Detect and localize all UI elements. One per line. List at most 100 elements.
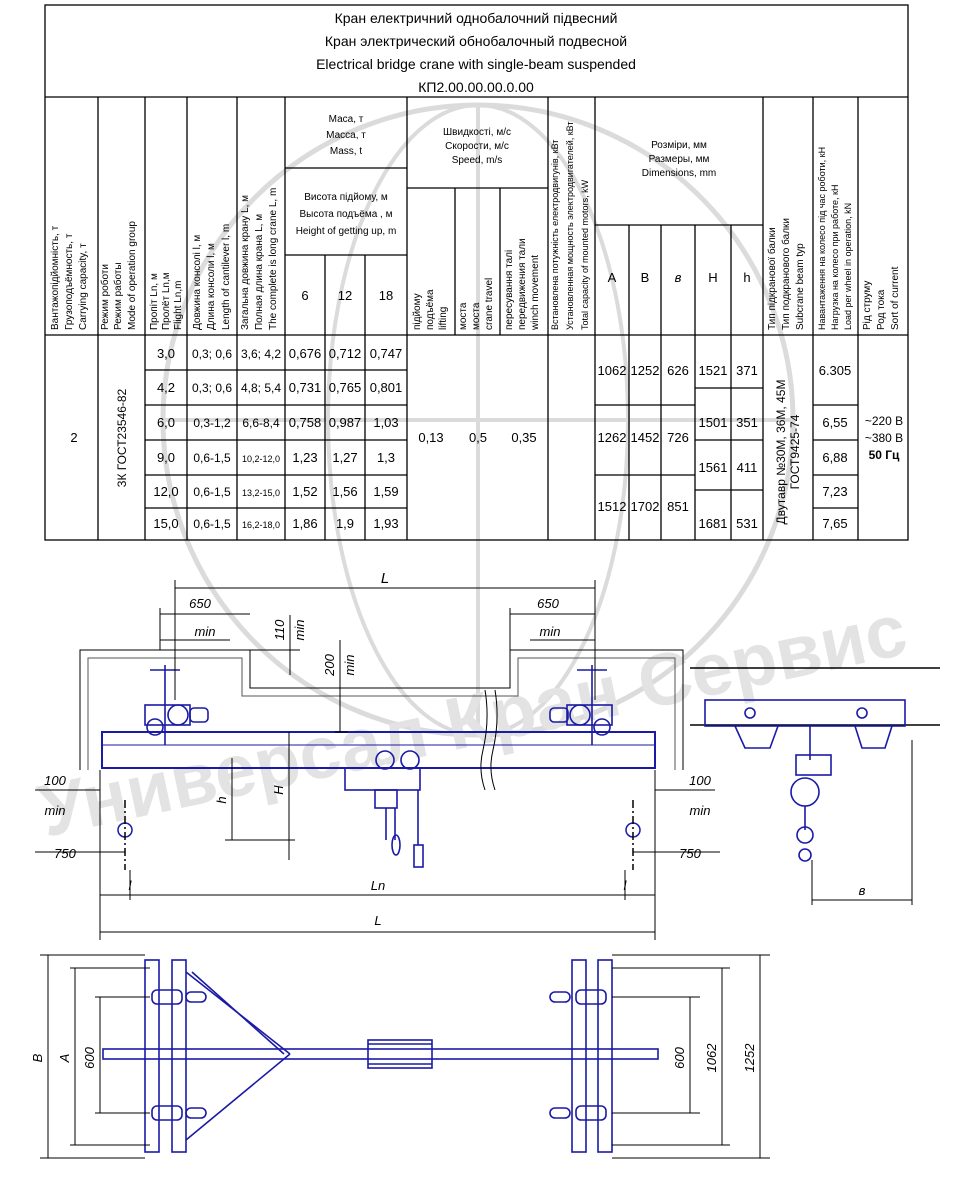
hdr-capacity-ru: Грузоподъёмность, т bbox=[64, 233, 75, 330]
left-end-truck bbox=[144, 665, 209, 745]
hdr-speed-winch-en: winch movement bbox=[530, 255, 541, 331]
row-6: 15,0 0,6-1,5 16,2-18,0 1,86 1,9 1,93 bbox=[153, 516, 398, 531]
cell-B-1: 1252 bbox=[631, 363, 660, 378]
table-border bbox=[44, 4, 909, 541]
cell-m6: 1,52 bbox=[292, 484, 317, 499]
hdr-cant-ua: Довжина консолі l, м bbox=[192, 235, 203, 330]
hook-right-icon bbox=[625, 800, 641, 870]
cell-m12: 0,712 bbox=[329, 346, 362, 361]
hdr-dims-ua: Розміри, мм bbox=[651, 140, 707, 151]
dim-B-plan: B bbox=[30, 1053, 45, 1062]
hdr-len-en: The complete is long crane L, m bbox=[268, 188, 279, 330]
row-2: 4,2 0,3; 0,6 4,8; 5,4 0,731 0,765 0,801 bbox=[157, 380, 402, 395]
side-view bbox=[690, 667, 940, 905]
hdr-mode-ru: Режим работы bbox=[112, 262, 124, 330]
dim-min-right: min bbox=[540, 624, 561, 639]
cell-len: 4,8; 5,4 bbox=[241, 381, 281, 395]
dim-200: 200 bbox=[322, 653, 337, 676]
plan-left-truck-outer bbox=[144, 959, 160, 1153]
cell-cant: 0,3-1,2 bbox=[193, 416, 231, 430]
dim-650-left: 650 bbox=[189, 596, 211, 611]
dim-l-right: l bbox=[624, 878, 628, 893]
cell-m6: 1,86 bbox=[292, 516, 317, 531]
hdr-beam-en: Subcrane beam typ bbox=[795, 243, 806, 330]
cell-m12: 0,765 bbox=[329, 380, 362, 395]
hdr-lift-ru: Высота подъёма , м bbox=[300, 209, 393, 220]
cell-span: 15,0 bbox=[153, 516, 178, 531]
title-line-ua: Кран електричний однобалочний підвесний bbox=[335, 10, 618, 26]
hdr-speed-winch-ru: передвижения тали bbox=[517, 238, 528, 330]
plan-view bbox=[102, 959, 659, 1153]
cell-B-2: 1452 bbox=[631, 430, 660, 445]
dim-100-left-min: min bbox=[45, 803, 66, 818]
hdr-speed-en: Speed, m/s bbox=[452, 155, 503, 166]
cell-span: 9,0 bbox=[157, 450, 175, 465]
hdr-lift-6: 6 bbox=[301, 288, 308, 303]
plan-main-beam bbox=[102, 1048, 659, 1060]
row-4: 9,0 0,6-1,5 10,2-12,0 1,23 1,27 1,3 bbox=[157, 450, 395, 465]
cell-span: 4,2 bbox=[157, 380, 175, 395]
hdr-mass-ru: Масса, т bbox=[326, 130, 366, 141]
table-body: 2 3К ГОСТ23546-82 3,0 0,3; 0,6 3,6; 4,2 … bbox=[70, 346, 903, 531]
hdr-beam-ua: Тип підкранової балки bbox=[766, 227, 778, 330]
dim-min-left: min bbox=[195, 624, 216, 639]
cell-span: 3,0 bbox=[157, 346, 175, 361]
cell-A-3: 1512 bbox=[598, 499, 627, 514]
dim-A-plan: A bbox=[57, 1054, 72, 1064]
spec-table bbox=[44, 4, 909, 541]
cell-len: 3,6; 4,2 bbox=[241, 347, 281, 361]
cell-m6: 0,676 bbox=[289, 346, 322, 361]
cell-cant: 0,6-1,5 bbox=[193, 451, 231, 465]
plan-left-truck-inner bbox=[171, 959, 187, 1153]
cell-beam-2: ГОСТ9425-74 bbox=[788, 414, 802, 489]
hdr-power-en: Total capacity of mounted motors, kW bbox=[580, 179, 590, 330]
cell-A-2: 1262 bbox=[598, 430, 627, 445]
hdr-len-ru: Полная длина крана L, м bbox=[254, 214, 265, 330]
hdr-current-ua: Рід струму bbox=[862, 281, 873, 330]
cell-m6: 1,23 bbox=[292, 450, 317, 465]
hook-left-icon bbox=[117, 800, 133, 870]
plan-hoist bbox=[367, 1039, 433, 1069]
cell-m6: 0,758 bbox=[289, 415, 322, 430]
cell-h-2: 351 bbox=[736, 415, 758, 430]
hdr-load-ru: Нагрузка на колесо при работе, кН bbox=[830, 185, 840, 331]
cell-load-6: 7,65 bbox=[822, 516, 847, 531]
hdr-dim-B: B bbox=[641, 270, 650, 285]
hdr-speed-lift-ru: подъёма bbox=[425, 289, 436, 330]
cell-load-4: 6,88 bbox=[822, 450, 847, 465]
dim-100-right: 100 bbox=[689, 773, 711, 788]
cell-B-3: 1702 bbox=[631, 499, 660, 514]
cell-m12: 1,9 bbox=[336, 516, 354, 531]
hdr-lift-ua: Висота підйому, м bbox=[304, 192, 388, 203]
cell-m18: 0,747 bbox=[370, 346, 403, 361]
cell-current-2: ~380 В bbox=[865, 431, 903, 445]
cell-current-3: 50 Гц bbox=[869, 448, 900, 462]
hdr-speed-crane-en: crane travel bbox=[484, 278, 495, 330]
dim-h: h bbox=[214, 796, 229, 803]
dim-b-side: в bbox=[859, 883, 866, 898]
dim-H: H bbox=[271, 785, 286, 795]
hdr-current-en: Sort of current bbox=[890, 266, 901, 330]
dim-110: 110 bbox=[272, 619, 287, 640]
hdr-speed-crane-ru: моста bbox=[471, 302, 482, 330]
front-view bbox=[35, 580, 720, 940]
cell-len: 10,2-12,0 bbox=[242, 454, 280, 464]
dim-1062: 1062 bbox=[704, 1043, 719, 1073]
hdr-mass-en: Mass, t bbox=[330, 146, 362, 157]
hdr-speed-winch-ua: пересування талі bbox=[504, 250, 515, 330]
hdr-dims-ru: Размеры, мм bbox=[649, 154, 710, 165]
cell-h-1: 371 bbox=[736, 363, 758, 378]
title-code: КП2.00.00.00.0.00 bbox=[418, 79, 534, 95]
row-5: 12,0 0,6-1,5 13,2-15,0 1,52 1,56 1,59 bbox=[153, 484, 398, 499]
row-1: 3,0 0,3; 0,6 3,6; 4,2 0,676 0,712 0,747 bbox=[157, 346, 402, 361]
hdr-span-ru: Пролёт Ln,м bbox=[161, 272, 172, 330]
cell-speed-crane: 0,5 bbox=[469, 430, 487, 445]
cell-capacity: 2 bbox=[70, 430, 77, 445]
building-profile bbox=[79, 649, 684, 770]
dim-100-left: 100 bbox=[44, 773, 66, 788]
hdr-mode-ua: Режим роботи bbox=[99, 264, 111, 330]
rotated-headers: Вантажопідйомність, т Грузоподъёмность, … bbox=[50, 121, 901, 331]
hoist bbox=[344, 750, 424, 868]
hdr-dim-h: h bbox=[743, 270, 750, 285]
cell-current-1: ~220 В bbox=[865, 414, 903, 428]
